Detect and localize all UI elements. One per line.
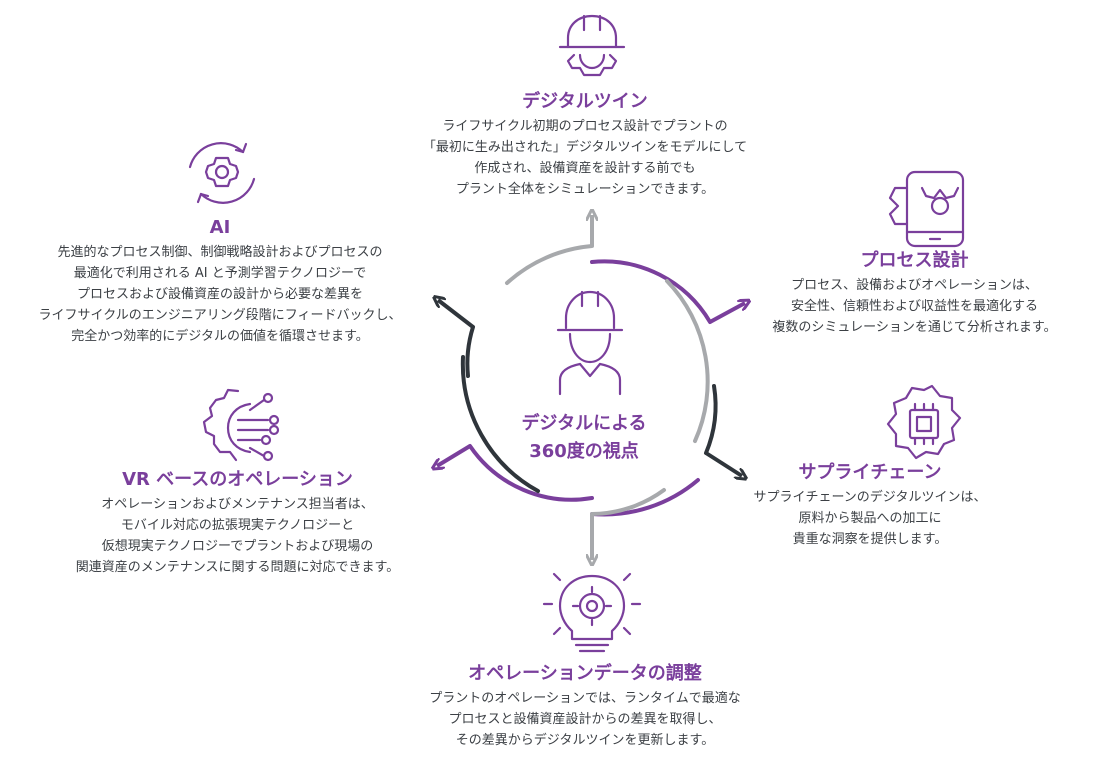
tablet-gear-icon <box>888 170 965 248</box>
supply-chain-node: サプライチェーン サプライチェーンのデジタルツインは、 原料から製品への加工に … <box>735 461 1005 550</box>
digital-twin-desc-line: プラント全体をシミュレーションできます。 <box>455 182 715 197</box>
operation-data-desc-line: その差異からデジタルツインを更新します。 <box>455 733 715 748</box>
supply-chain-desc-line: サプライチェーンのデジタルツインは、 <box>753 490 987 505</box>
ai-desc-line: 先進的なプロセス制御、制御戦略設計およびプロセスの <box>57 245 383 260</box>
ai-desc-line: プロセスおよび設備資産の設計から必要な差異を <box>76 287 363 302</box>
gear-cycle-icon <box>188 142 256 204</box>
worker-icon <box>556 290 624 396</box>
ai-title: AI <box>209 217 231 238</box>
vr-operation-desc-line: オペレーションおよびメンテナンス担当者は、 <box>101 497 374 512</box>
center-line-1: デジタルによる <box>521 413 647 434</box>
hardhat-gear-icon <box>558 14 626 77</box>
circuit-gear-icon <box>202 388 280 462</box>
process-design-desc-line: 複数のシミュレーションを通じて分析されます。 <box>772 320 1057 335</box>
process-design-desc-line: 安全性、信頼性および収益性を最適化する <box>790 299 1038 314</box>
ai-desc-line: ライフサイクルのエンジニアリング段階にフィードバックし、 <box>38 308 402 323</box>
center-hub-label: デジタルによる 360度の視点 <box>493 410 675 466</box>
chip-gear-icon <box>886 384 962 460</box>
process-design-title: プロセス設計 <box>860 250 969 271</box>
operation-data-desc-line: プラントのオペレーションでは、ランタイムで最適な <box>429 691 741 706</box>
lightbulb-gear-icon <box>542 572 642 653</box>
vr-operation-desc-line: モバイル対応の拡張現実テクノロジーと <box>120 518 355 533</box>
digital-twin-desc-line: 作成され、設備資産を設計する前でも <box>474 161 696 176</box>
vr-operation-desc-line: 関連資産のメンテナンスに関する問題に対応できます。 <box>75 560 400 575</box>
cycle-ring <box>437 215 745 560</box>
vr-operation-title: VR ベースのオペレーション <box>122 469 353 490</box>
digital-twin-node: デジタルツイン ライフサイクル初期のプロセス設計でプラントの 「最初に生み出され… <box>365 90 805 200</box>
operation-data-title: オペレーションデータの調整 <box>468 663 702 684</box>
operation-data-node: オペレーションデータの調整 プラントのオペレーションでは、ランタイムで最適な プ… <box>385 662 785 751</box>
vr-operation-node: VR ベースのオペレーション オペレーションおよびメンテナンス担当者は、 モバイ… <box>20 468 455 578</box>
operation-data-desc-line: プロセスと設備資産設計からの差異を取得し、 <box>448 712 722 727</box>
process-design-node: プロセス設計 プロセス、設備およびオペレーションは、 安全性、信頼性および収益性… <box>732 249 1097 338</box>
supply-chain-desc-line: 原料から製品への加工に <box>798 511 942 526</box>
supply-chain-title: サプライチェーン <box>798 462 942 483</box>
digital-twin-desc-line: 「最初に生み出された」デジタルツインをモデルにして <box>422 140 748 155</box>
digital-twin-desc-line: ライフサイクル初期のプロセス設計でプラントの <box>442 119 728 134</box>
process-design-desc-line: プロセス、設備およびオペレーションは、 <box>791 278 1038 293</box>
center-line-2: 360度の視点 <box>529 441 639 462</box>
ai-desc-line: 完全かつ効率的にデジタルの価値を循環させます。 <box>71 329 369 344</box>
ai-desc-line: 最適化で利用される AI と予測学習テクノロジーで <box>73 266 367 281</box>
digital-twin-title: デジタルツイン <box>522 91 648 112</box>
supply-chain-desc-line: 貴重な洞察を提供します。 <box>792 532 948 547</box>
ai-node: AI 先進的なプロセス制御、制御戦略設計およびプロセスの 最適化で利用される A… <box>0 216 440 347</box>
vr-operation-desc-line: 仮想現実テクノロジーでプラントおよび現場の <box>101 539 374 554</box>
